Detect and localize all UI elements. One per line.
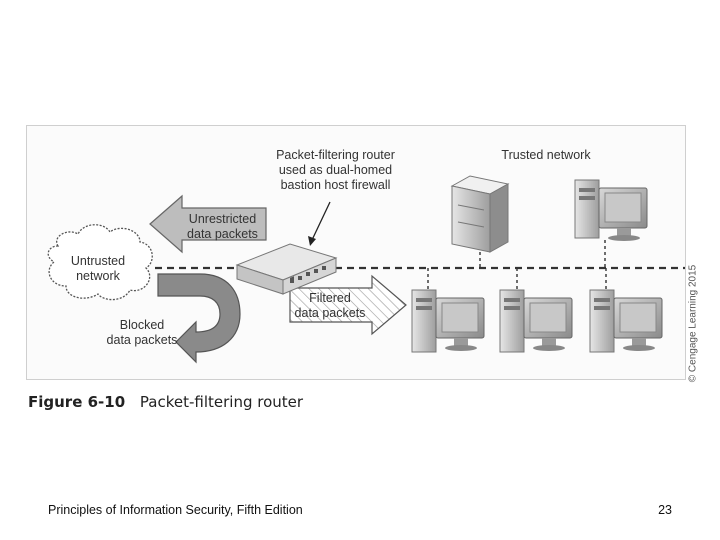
router-pointer-head: [308, 236, 316, 246]
router-label: Packet-filtering router used as dual-hom…: [276, 148, 395, 192]
filtered-packets-label: Filtered data packets: [294, 291, 366, 320]
router-ports: [290, 266, 326, 283]
figure-number: Figure 6-10: [28, 393, 126, 411]
unrestricted-arrow: [149, 194, 267, 254]
untrusted-network-label: Untrusted network: [70, 254, 126, 283]
footer-book-title: Principles of Information Security, Fift…: [48, 503, 303, 517]
router-pointer: [311, 201, 331, 241]
blocked-packets-label: Blocked data packets: [106, 318, 178, 347]
figure-title: Packet-filtering router: [139, 393, 304, 411]
workstation-2: [499, 289, 573, 353]
server-tower: [450, 175, 510, 253]
unrestricted-packets-label: Unrestricted data packets: [187, 212, 258, 241]
workstation-1: [411, 289, 485, 353]
figure-caption: Figure 6-10 Packet-filtering router: [28, 393, 303, 411]
workstation-3: [589, 289, 663, 353]
workstation-top: [574, 179, 648, 241]
trusted-network-label: Trusted network: [501, 148, 591, 162]
page-number: 23: [658, 503, 672, 517]
filtered-arrow: [289, 274, 407, 336]
copyright-notice: © Cengage Learning 2015: [687, 264, 699, 383]
blocked-arrow: [157, 273, 241, 364]
untrusted-cloud: [47, 224, 153, 301]
router-device: [235, 243, 338, 295]
